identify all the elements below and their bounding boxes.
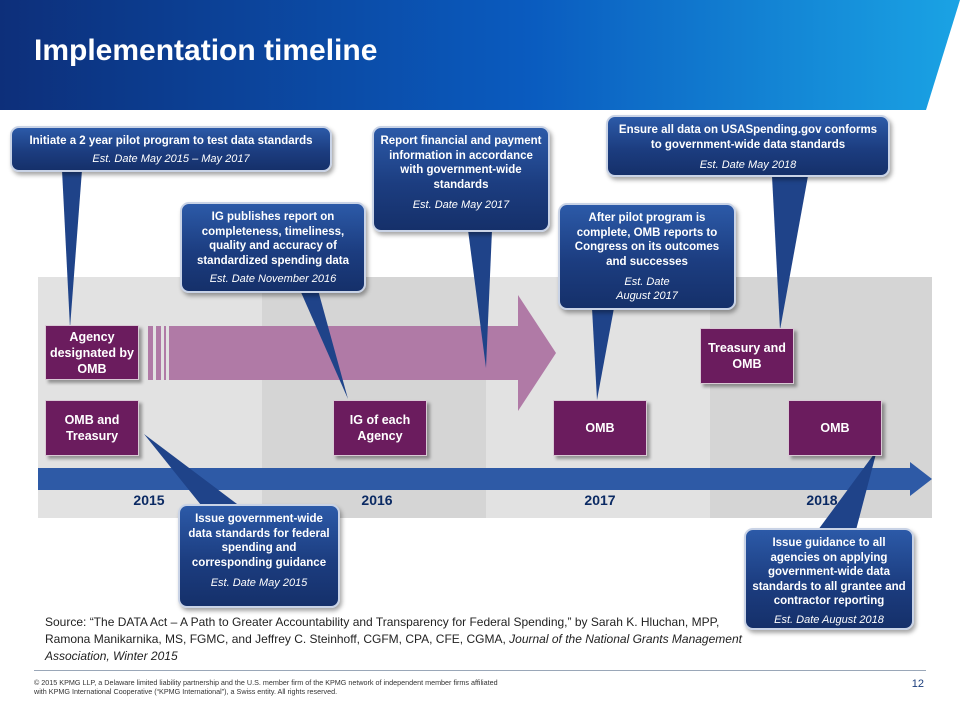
callout-issue-standards: Issue government-wide data standards for… (178, 504, 340, 608)
callout-date: Est. Date August 2017 (616, 276, 678, 302)
callout-text: Issue guidance to all agencies on applyi… (752, 537, 906, 607)
callout-ig-report: IG publishes report on completeness, tim… (180, 202, 366, 293)
footer-divider (34, 670, 926, 671)
callout-date: Est. Date May 2018 (699, 159, 797, 171)
actor-agency-designated: Agency designated by OMB (45, 325, 139, 380)
year-label-2015: 2015 (133, 492, 165, 508)
year-label-2016: 2016 (361, 492, 393, 508)
pilot-program-arrow (148, 295, 556, 411)
copyright-notice: © 2015 KPMG LLP, a Delaware limited liab… (34, 678, 498, 696)
callout-date: Est. Date May 2015 – May 2017 (92, 152, 250, 165)
callout-usaspending: Ensure all data on USASpending.gov confo… (606, 115, 890, 177)
pointer-issue-standards (144, 434, 245, 510)
year-label-2017: 2017 (584, 492, 616, 508)
source-citation: Source: “The DATA Act – A Path to Greate… (45, 614, 745, 665)
callout-omb-reports: After pilot program is complete, OMB rep… (558, 203, 736, 310)
pointer-report-financial (468, 230, 492, 368)
actor-ig-each-agency: IG of each Agency (333, 400, 427, 456)
actor-treasury-omb: Treasury and OMB (700, 328, 794, 384)
actor-omb-2017: OMB (553, 400, 647, 456)
pointer-issue-guidance (818, 450, 877, 530)
callout-date: Est. Date May 2017 (412, 199, 510, 211)
callout-date: Est. Date August 2018 (774, 613, 884, 626)
callout-text: After pilot program is complete, OMB rep… (574, 212, 720, 268)
pointer-pilot (62, 170, 82, 328)
callout-date: Est. Date November 2016 (209, 273, 337, 285)
year-label-2018: 2018 (806, 492, 838, 508)
callout-pilot-program: Initiate a 2 year pilot program to test … (10, 126, 332, 172)
header-banner (0, 0, 960, 110)
actor-omb-2018: OMB (788, 400, 882, 456)
callout-text: Ensure all data on USASpending.gov confo… (618, 124, 878, 151)
page-title: Implementation timeline (34, 34, 378, 67)
source-journal: Journal of the National Grants Managemen… (45, 632, 742, 663)
page-number: 12 (911, 678, 924, 690)
callout-text: IG publishes report on completeness, tim… (196, 211, 350, 267)
source-prefix: Source: “The DATA Act – A Path to Greate… (45, 615, 720, 646)
pointer-usaspending (772, 176, 808, 330)
pointer-omb-reports (592, 308, 614, 400)
callout-text: Initiate a 2 year pilot program to test … (29, 135, 313, 147)
actor-omb-treasury: OMB and Treasury (45, 400, 139, 456)
callout-text: Issue government-wide data standards for… (188, 513, 330, 569)
pointer-ig-report (300, 290, 348, 399)
callout-issue-guidance: Issue guidance to all agencies on applyi… (744, 528, 914, 630)
timeline-arrow (38, 462, 932, 496)
callout-text: Report financial and payment information… (380, 135, 542, 191)
callout-date: Est. Date May 2015 (210, 577, 308, 589)
callout-report-financial: Report financial and payment information… (372, 126, 550, 232)
